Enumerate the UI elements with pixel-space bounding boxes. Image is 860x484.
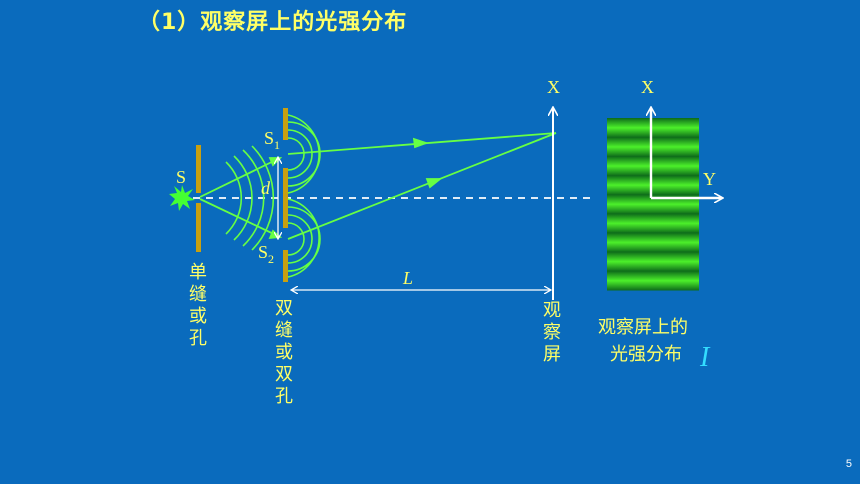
s2-wavefronts <box>287 198 321 278</box>
double-slit-middle-bar <box>283 168 288 228</box>
fringe-stripe <box>607 156 699 176</box>
single-slit-caption: 单 缝 或 孔 <box>189 262 207 349</box>
screen-axis-x-label: X <box>547 77 560 97</box>
fringe-stripe <box>607 270 699 291</box>
slit2-label: S2 <box>258 242 274 266</box>
single-slit-upper-bar <box>196 145 201 193</box>
pattern-axis-x-label: X <box>641 77 654 97</box>
slit1-label: S1 <box>264 128 280 152</box>
fringe-stripe <box>607 251 699 272</box>
fringe-stripe <box>607 118 699 138</box>
fringe-stripe <box>607 175 699 195</box>
double-slit-bottom-bar <box>283 250 288 282</box>
starburst-icon <box>169 185 195 211</box>
distance-label: L <box>402 268 413 288</box>
double-slit-top-bar <box>283 108 288 140</box>
slit1-subscript: 1 <box>274 138 280 152</box>
fringe-stripe <box>607 194 699 215</box>
fringe-stripe <box>607 232 699 253</box>
slit2-subscript: 2 <box>268 252 274 266</box>
source-label: S <box>176 167 186 187</box>
distribution-caption-line1: 观察屏上的 <box>598 317 688 338</box>
rays-slits-to-screen <box>287 132 557 240</box>
intensity-symbol: I <box>700 342 710 373</box>
fringe-stripe <box>607 213 699 234</box>
distribution-caption-line2: 光强分布 <box>610 344 682 365</box>
fringe-stripe <box>607 137 699 157</box>
double-slit-caption: 双 缝 或 双 孔 <box>275 298 293 407</box>
page-number: 5 <box>845 458 852 470</box>
slide-title: （1）观察屏上的光强分布 <box>138 10 408 35</box>
pattern-axis-y-label: Y <box>703 169 716 189</box>
screen-caption: 观 察 屏 <box>543 300 561 365</box>
source-wavefronts <box>225 145 275 251</box>
single-slit-lower-bar <box>196 203 201 252</box>
s1-wavefronts <box>287 114 321 194</box>
slit-gap-label: d <box>261 178 271 198</box>
fringe-pattern <box>607 118 699 291</box>
